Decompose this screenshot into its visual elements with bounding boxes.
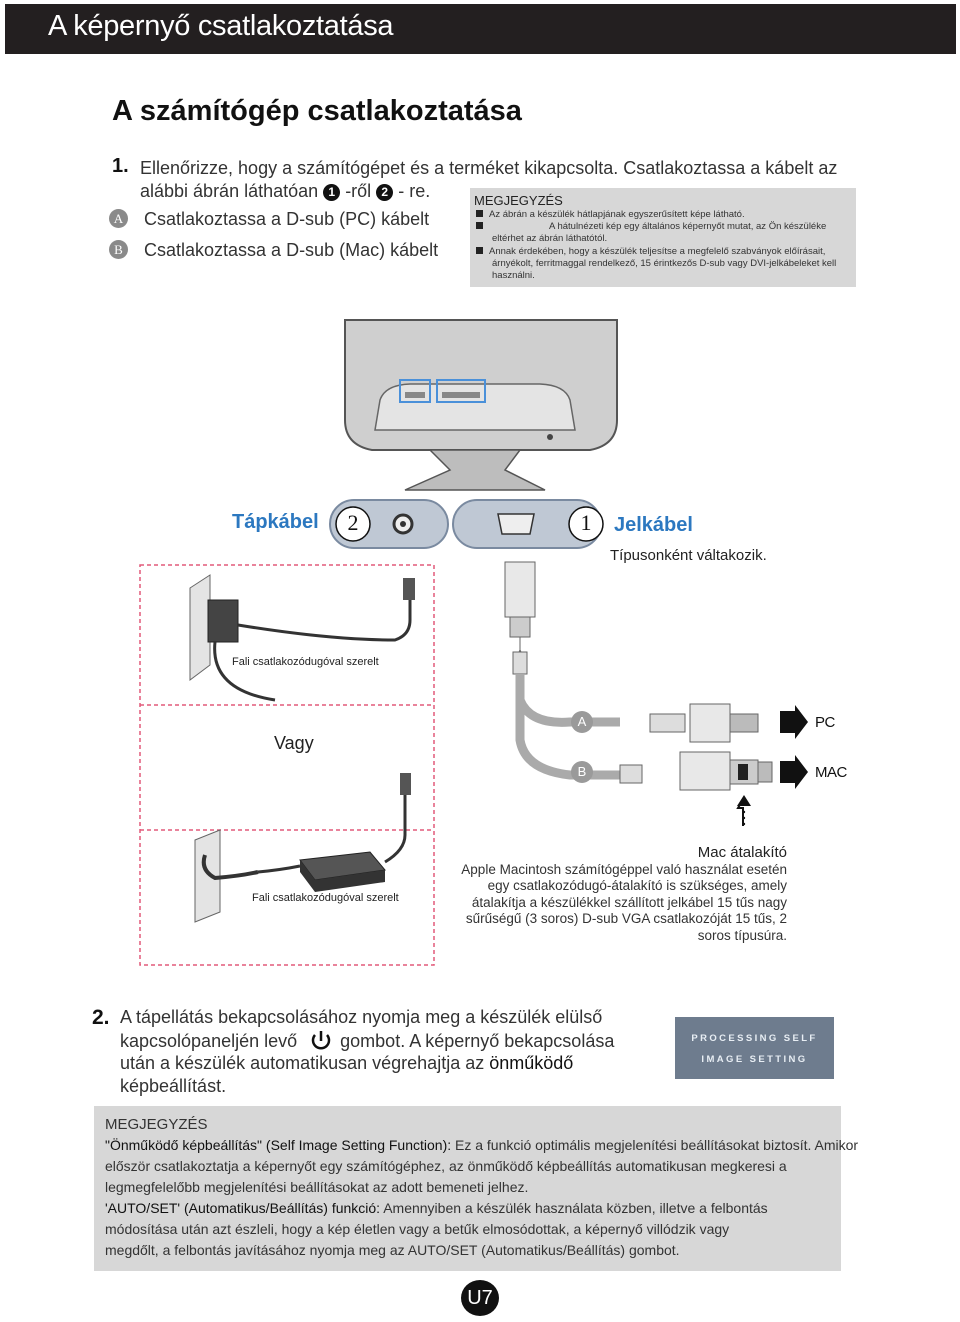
mac-adapter-line2: egy csatlakozódugó-átalakító is szüksége… [487,878,787,894]
mac-adapter-line3: átalakítja a készülékkel szállított jelk… [471,894,787,910]
wall-adapter-illustration [189,574,415,702]
badge-b-circle [571,761,593,783]
note2-para2-line1: 'AUTO/SET' (Automatikus/Beállítás) funkc… [105,1200,768,1216]
note1-item1: Az ábrán a készülék hátlapjának egyszerű… [476,209,745,221]
note1-item3-cont1: árnyékolt, ferritmaggal rendelkező, 15 é… [492,258,837,269]
step2-line1: A tápellátás bekapcsolásához nyomja meg … [120,1007,603,1027]
mac-adapter-line1: Apple Macintosh számítógéppel való haszn… [461,861,787,877]
mac-adapter-title: Mac átalakító [697,844,787,861]
num-one-circle [568,506,604,542]
badge-a-circle [571,711,593,733]
note1-item2: A hátulnézeti kép egy általános képernyő… [476,221,826,233]
step1-line2-c: - re. [398,181,431,201]
header-bar [5,4,956,54]
step2-line2: kapcsolópaneljén levő gombot. A képernyő… [120,1030,615,1051]
note2-para1-line2: először csatlakoztatja a képernyőt egy s… [105,1158,787,1174]
circled-one-icon: 1 [323,184,341,201]
option-b-badge: B [109,240,128,259]
option-a-text: Csatlakoztassa a D-sub (PC) kábelt [144,209,430,229]
note1-heading: MEGJEGYZÉS [474,193,563,208]
wall-mount-label-1: Fali csatlakozódugóval szerelt [232,656,379,668]
note2-heading: MEGJEGYZÉS [105,1116,208,1133]
signal-port-pill [452,499,602,549]
step1-line2-a: alábbi ábrán láthatóan [140,181,319,201]
mac-label: MAC [815,764,847,781]
page-number-badge: U7 [461,1280,499,1316]
option-b-text: Csatlakoztassa a D-sub (Mac) kábelt [144,240,439,260]
badge-b-text: B [577,764,587,779]
page-header-title: A képernyő csatlakoztatása [48,10,394,42]
processing-line1: PROCESSING SELF [691,1033,818,1044]
pc-label: PC [815,714,835,731]
varies-note: Típusonként váltakozik. [610,547,767,564]
mac-adapter-line4: sűrűségű (3 soros) D-sub VGA csatlakozój… [465,911,787,927]
note2-para1-line3: legmegfelelőbb megjelenítési beállítások… [105,1179,529,1195]
note-box-1: MEGJEGYZÉS Az ábrán a készülék hátlapján… [470,188,856,287]
note2-para1-line1: "Önműködő képbeállítás" (Self Image Sett… [105,1137,859,1153]
step2-text: A tápellátás bekapcsolásához nyomja meg … [120,1006,614,1097]
power-icon [311,1030,331,1050]
bullet-square-icon [476,210,483,217]
power-brick-illustration [194,773,411,923]
bullet-square-icon [476,247,483,254]
step1-line2-b: -ről [345,181,372,201]
note1-item3: Annak érdekében, hogy a készülék teljesí… [476,246,825,258]
wall-mount-label-2: Fali csatlakozódugóval szerelt [252,892,399,904]
signal-cable-label: Jelkábel [614,514,693,536]
power-dashed-box [139,564,435,966]
step2-line3: után a készülék automatikusan végrehajtj… [120,1053,574,1073]
step2-number: 2. [92,1006,110,1029]
num-two-circle [335,506,371,542]
note2-para2-line2: módosítása után azt észleli, hogy a kép … [105,1221,730,1237]
step1-number: 1. [112,155,129,177]
signal-port-number: 1 [580,510,592,535]
step1-line1: Ellenőrizze, hogy a számítógépet és a te… [140,158,838,178]
power-port-number: 2 [347,510,359,535]
bullet-square-icon [476,222,483,229]
section-title: A számítógép csatlakoztatása [112,95,522,127]
mac-adapter-description: Mac átalakító Apple Macintosh számítógép… [460,844,787,945]
step2-line4: képbeállítást. [120,1075,227,1096]
processing-osd-box: PROCESSING SELF IMAGE SETTING [675,1017,834,1079]
note2-para2-line3: megdőlt, a felbontás javításához nyomja … [105,1242,680,1258]
mac-adapter-line5: soros típusúra. [697,927,787,943]
or-label: Vagy [274,733,314,753]
connection-diagram [139,319,808,966]
note1-item2-cont: eltérhet az ábrán láthatótól. [492,233,608,244]
circled-two-icon: 2 [376,184,394,201]
power-cable-label: Tápkábel [232,511,319,533]
note-box-2: MEGJEGYZÉS "Önműködő képbeállítás" (Self… [94,1106,858,1271]
monitor-back-illustration [344,319,618,491]
option-a-badge: A [109,209,128,228]
signal-cable-illustration [504,561,808,826]
step1-line2: alábbi ábrán láthatóan 1 -ről 2 - re. [140,180,430,202]
note1-item3-cont2: használni. [492,270,535,281]
processing-line2: IMAGE SETTING [701,1054,808,1065]
badge-a-text: A [577,714,587,729]
